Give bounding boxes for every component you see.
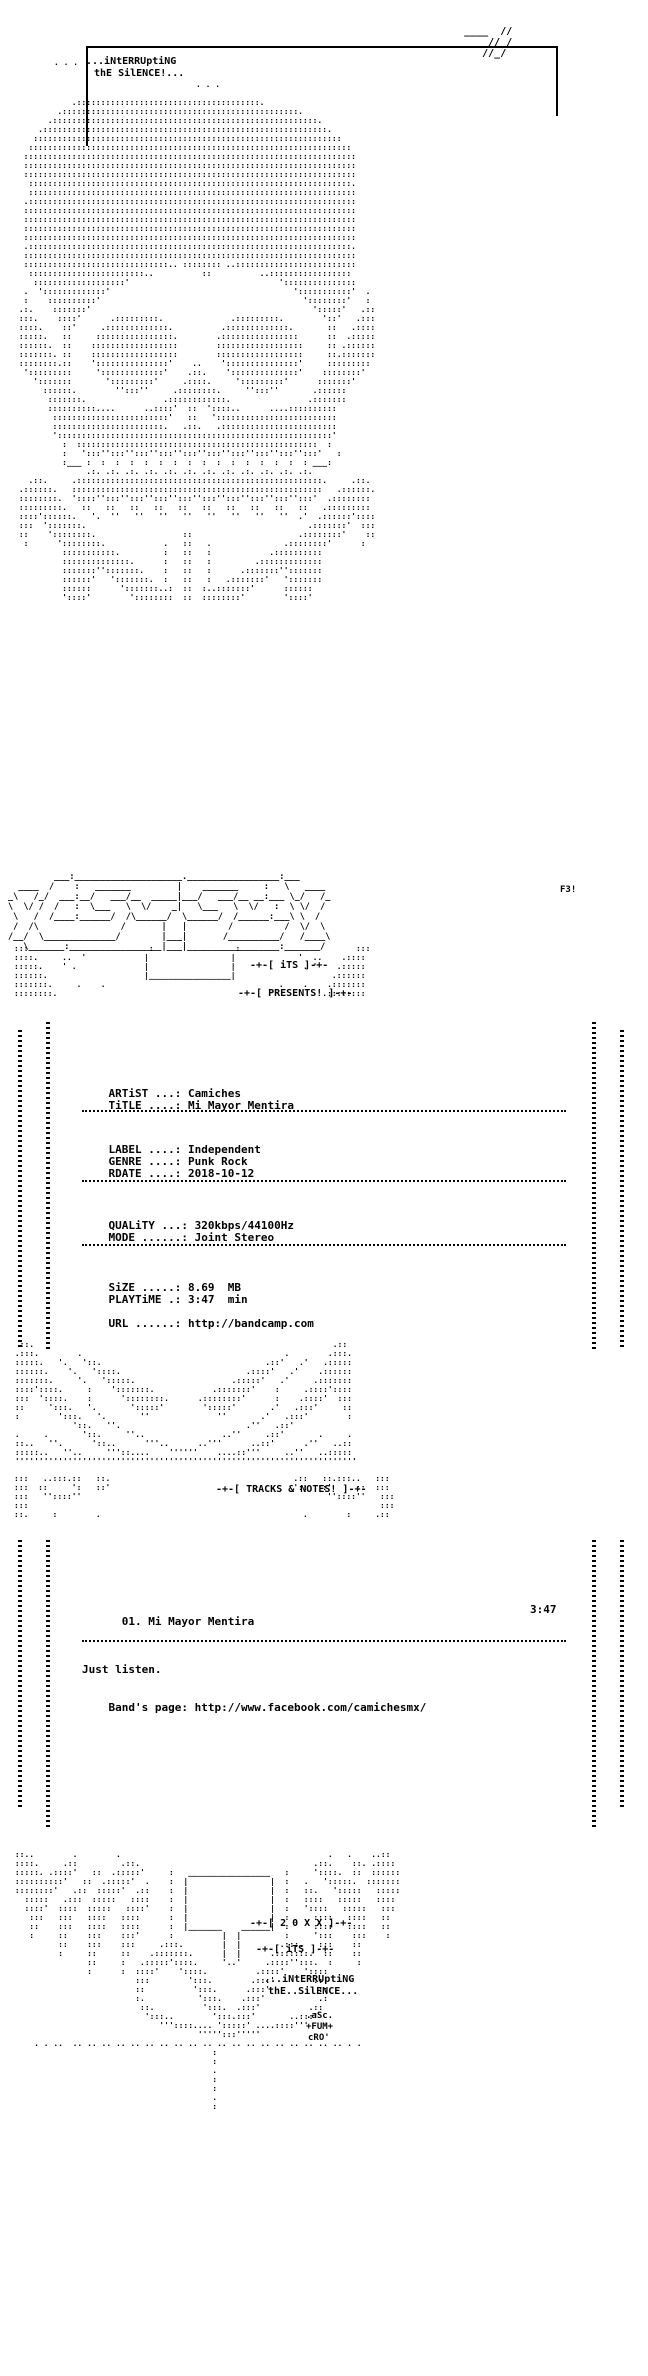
playtime-label: PLAYTiME .: [108, 1293, 182, 1306]
info-row-label: LABEL ....: Independent [82, 1132, 261, 1156]
playtime-value: 3:47 min [187, 1293, 248, 1306]
band-page-url[interactable]: http://www.facebook.com/camichesmx/ [194, 1701, 427, 1714]
header-group-line1: ...iNtERRUptiNG [86, 56, 177, 67]
info-row-size: SiZE .....: 8.69 MB [82, 1270, 241, 1294]
info-box-outer-left [18, 1030, 22, 1350]
artist-label: ARTiST ...: [108, 1087, 182, 1100]
mode-label: MODE ......: [108, 1231, 188, 1244]
footer-credit-3: cRO' [308, 2033, 330, 2043]
footer-its: -+-[ iTS ]-+- [256, 1944, 335, 1955]
track-row: 01. Mi Mayor Mentira [82, 1604, 254, 1628]
label-value: Independent [187, 1143, 261, 1156]
size-label: SiZE .....: [108, 1281, 182, 1294]
artist-value: Camiches [187, 1087, 241, 1100]
info-row-playtime: PLAYTiME .: 3:47 min [82, 1282, 248, 1306]
info-divider-1 [82, 1110, 566, 1112]
url-value[interactable]: http://bandcamp.com [187, 1317, 314, 1330]
info-row-rdate: RDATE ....: 2018-10-12 [82, 1156, 255, 1180]
logo-corner-tag: F3! [560, 885, 577, 895]
info-row-genre: GENRE ....: Punk Rock [82, 1144, 248, 1168]
banner-its: -+-[ iTS ]-+- [250, 960, 329, 971]
genre-label: GENRE ....: [108, 1155, 182, 1168]
info-row-url: URL ......: http://bandcamp.com [82, 1306, 314, 1330]
banner-side-art: ::: : : ::: ::::. .. ' | | ' .. .:::: ::… [14, 944, 371, 998]
mid-ornament-art: ::. .:: .:::. . . .:::. :::::. '. '::. .… [14, 1340, 357, 1466]
banner-presents: -+-[ PRESENTS! ]-+- [238, 988, 353, 999]
info-box-outer-right [620, 1030, 624, 1350]
label-label: LABEL ....: [108, 1143, 182, 1156]
footer-credit-2: +FUM+ [306, 2022, 334, 2032]
tracks-box-right-border [592, 1540, 596, 1830]
quality-label: QUALiTY ...: [108, 1219, 188, 1232]
tracks-box-left-border [46, 1540, 50, 1830]
url-label: URL ......: [108, 1317, 182, 1330]
header-dots-right: . . . [196, 80, 221, 89]
track-number: 01. [121, 1615, 142, 1628]
footer-ornament-art: ::.. . . . . ..:: ::::. .:: .::. .::. ::… [14, 1850, 401, 2111]
footer-group-line1: ...iNtERRUptiNG [264, 1974, 355, 1985]
tracks-divider [82, 1640, 566, 1642]
rdate-label: RDATE ....: [108, 1167, 182, 1180]
footer-year: -+-[ 2 0 X X ]-+- [250, 1918, 353, 1929]
info-divider-2 [82, 1180, 566, 1182]
rdate-value: 2018-10-12 [187, 1167, 255, 1180]
title-label: TiTLE ....: [108, 1099, 182, 1112]
size-value: 8.69 MB [187, 1281, 241, 1294]
track-time: 3:47 [530, 1603, 557, 1616]
info-row-quality: QUALiTY ...: 320kbps/44100Hz [82, 1208, 294, 1232]
track-name: Mi Mayor Mentira [148, 1615, 255, 1628]
tracks-box-outer-right [620, 1540, 624, 1810]
quality-value: 320kbps/44100Hz [194, 1219, 294, 1232]
info-box-right-border [592, 1022, 596, 1352]
tracks-box-outer-left [18, 1540, 22, 1810]
mode-value: Joint Stereo [194, 1231, 275, 1244]
skull-ascii-art: .::::::::::::::::::::::::::::::::::::::.… [18, 98, 376, 602]
info-row-mode: MODE ......: Joint Stereo [82, 1220, 275, 1244]
genre-value: Punk Rock [187, 1155, 248, 1168]
footer-group-line2: thE..SilENCE... [268, 1986, 359, 1997]
header-top-border [86, 46, 556, 48]
notes-line2: Band's page: http://www.facebook.com/cam… [82, 1690, 427, 1714]
header-group-line2: thE SilENCE!... [94, 68, 185, 79]
tracks-header-side-art: ::: ..:::.:: ::. .:: ::.:::.. ::: ::: ::… [14, 1474, 395, 1519]
header-slash-art: ____ // // / //_/ [464, 26, 513, 59]
header-right-border [556, 46, 558, 116]
info-box-left-border [46, 1022, 50, 1352]
info-row-artist: ARTiST ...: Camiches [82, 1076, 241, 1100]
logo-ascii-art: ___:_____________________.______________… [8, 872, 331, 952]
title-value: Mi Mayor Mentira [187, 1099, 294, 1112]
info-row-title: TiTLE ....: Mi Mayor Mentira [82, 1088, 294, 1112]
header-left-border [86, 46, 88, 146]
tracks-header: -+-[ TRACKS & NOTES! ]-+- [216, 1484, 367, 1495]
notes-line1: Just listen. [82, 1663, 162, 1676]
footer-credit-1: .aSc. [306, 2011, 334, 2021]
info-divider-3 [82, 1244, 566, 1246]
header-dots-left: . . . [54, 58, 79, 67]
band-page-label: Band's page: [108, 1701, 188, 1714]
